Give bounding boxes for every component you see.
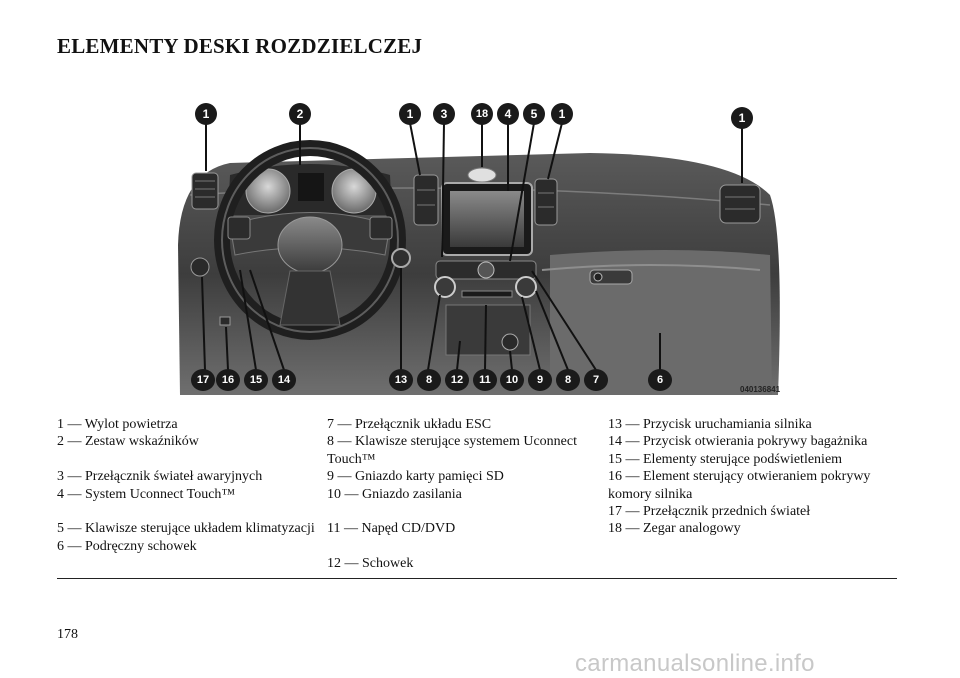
page-number: 178	[57, 627, 78, 642]
callout-bottom-14: 14	[272, 369, 296, 391]
dashboard-illustration: 1 2 1 3 18 4 5 1 1 17 16 15 14 13 8 12 1…	[170, 95, 790, 405]
callout-top-1: 1	[195, 103, 217, 125]
uconnect-touch-screen	[441, 182, 533, 256]
legend-item: 10 — Gniazdo zasilania	[327, 486, 462, 502]
callout-bottom-15: 15	[244, 369, 268, 391]
callout-bottom-7: 7	[584, 369, 608, 391]
legend-item: 3 — Przełącznik świateł awaryjnych	[57, 469, 263, 485]
legend-item: 8 — Klawisze sterujące systemem Uconnect…	[327, 434, 577, 467]
callout-bottom-10: 10	[500, 369, 524, 391]
legend-table: 1 — Wylot powietrza 2 — Zestaw wskaźnikó…	[57, 416, 897, 579]
engine-start-button	[391, 248, 411, 268]
callout-bottom-16: 16	[216, 369, 240, 391]
legend-item: 18 — Zegar analogowy	[608, 521, 741, 537]
legend-column-1: 1 — Wylot powietrza 2 — Zestaw wskaźnikó…	[57, 416, 317, 555]
callout-top-1b: 1	[399, 103, 421, 125]
legend-item: 15 — Elementy sterujące podświetleniem	[608, 451, 843, 467]
legend-item: 11 — Napęd CD/DVD	[327, 521, 456, 537]
legend-item: 5 — Klawisze sterujące układem klimatyza…	[57, 521, 315, 537]
legend-spacer	[327, 503, 607, 520]
legend-item: 12 — Schowek	[327, 556, 414, 572]
callout-top-2: 2	[289, 103, 311, 125]
callout-top-5: 5	[523, 103, 545, 125]
center-vents	[413, 174, 558, 226]
callout-top-3: 3	[433, 103, 455, 125]
legend-spacer	[57, 451, 317, 468]
legend-column-2: 7 — Przełącznik układu ESC 8 — Klawisze …	[327, 416, 607, 573]
callout-bottom-12: 12	[445, 369, 469, 391]
callout-bottom-17: 17	[191, 369, 215, 391]
page-title: ELEMENTY DESKI ROZDZIELCZEJ	[57, 34, 423, 58]
callout-top-4: 4	[497, 103, 519, 125]
legend-item: 9 — Gniazdo karty pamięci SD	[327, 469, 504, 485]
callout-lines	[201, 122, 743, 371]
legend-item: 1 — Wylot powietrza	[57, 417, 178, 432]
callout-bottom-9: 9	[528, 369, 552, 391]
legend-spacer	[57, 503, 317, 520]
legend-item: 7 — Przełącznik układu ESC	[327, 417, 492, 432]
legend-spacer	[327, 538, 607, 555]
figure-code: 040136841	[740, 385, 781, 394]
legend-item: 17 — Przełącznik przednich świateł	[608, 504, 811, 520]
callout-top-1c: 1	[551, 103, 573, 125]
legend-item: 16 — Element sterujący otwieraniem pokry…	[608, 469, 871, 502]
callout-top-1d: 1	[731, 107, 753, 129]
glove-box	[589, 269, 633, 285]
center-controls	[434, 260, 537, 356]
legend-item: 6 — Podręczny schowek	[57, 538, 197, 554]
callout-bottom-8b: 8	[556, 369, 580, 391]
callout-bottom-13: 13	[389, 369, 413, 391]
hood-release	[219, 316, 231, 326]
left-air-vent	[191, 172, 219, 210]
headlamp-switch	[190, 257, 210, 277]
callout-bottom-6: 6	[648, 369, 672, 391]
callout-bottom-8: 8	[417, 369, 441, 391]
callout-bottom-11: 11	[473, 369, 497, 391]
watermark: carmanualsonline.info	[575, 650, 815, 677]
callout-top-18: 18	[471, 103, 493, 125]
steering-wheel	[214, 140, 406, 340]
legend-item: 2 — Zestaw wskaźników	[57, 434, 199, 450]
legend-item: 4 — System Uconnect Touch™	[57, 486, 236, 502]
instrument-cluster	[228, 164, 392, 215]
legend-item: 13 — Przycisk uruchamiania silnika	[608, 417, 812, 432]
legend-item: 14 — Przycisk otwierania pokrywy bagażni…	[608, 434, 868, 450]
analog-clock	[467, 167, 497, 183]
right-air-vent	[719, 184, 761, 224]
legend-column-3: 13 — Przycisk uruchamiania silnika 14 — …	[608, 416, 897, 538]
